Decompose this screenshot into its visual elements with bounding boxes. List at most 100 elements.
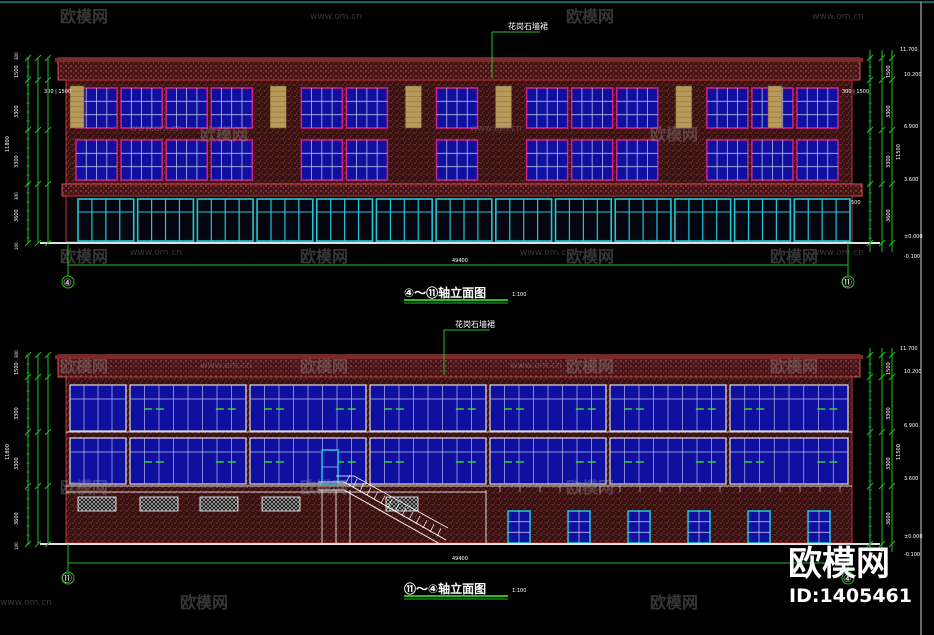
watermark-stamp: 欧模网 ID:1405461 [788,544,912,607]
top-tag-right: 300 | 1500 [842,89,869,95]
watermark-brand: 欧模网 [566,7,614,26]
bottom-axis-left: ⑪ [62,573,72,585]
svg-text:300: 300 [14,192,19,200]
watermark-brand: 欧模网 [60,7,108,26]
top-right-dimensions: 11.700 10.200 6.900 3.600 ±0.000 -0.100 … [866,47,923,260]
bottom-horizontal-dimension: 49400 [67,544,849,572]
middle-window [210,139,253,181]
top-axis-left-bubble [61,275,75,289]
storefront [733,198,792,242]
svg-text:3300: 3300 [14,155,20,168]
watermark-brand: 欧模网 [180,593,228,612]
top-floor-band [61,183,863,197]
upper-window-bay [729,384,849,432]
upper-window-bay [69,384,127,432]
watermark-brand: 欧模网 [300,478,348,497]
svg-text:10.200: 10.200 [904,72,922,78]
upper-window-bay [369,384,487,432]
middle-window-bay [729,437,849,485]
tan-panel [767,85,783,129]
bottom-left-dimensions: 11800 1500 3300 3300 3600 300 100 [5,350,52,550]
middle-window [525,139,569,181]
top-tag-bottom: 500 [851,200,861,206]
watermark-url: www.om.cn [0,598,52,608]
storefront [196,198,254,242]
middle-window-bay [609,437,727,485]
svg-text:3300: 3300 [886,155,892,168]
middle-window-bay [489,437,607,485]
ground-window [507,510,531,544]
svg-text:3300: 3300 [14,105,20,118]
svg-text:6.900: 6.900 [904,124,918,130]
lattice-vent [139,496,179,512]
top-windows [69,85,839,181]
upper-window-bay [489,384,607,432]
watermark-url: www.om.cn [310,12,362,22]
watermark-brand: 欧模网 [300,247,348,266]
bottom-axis-right-bubble [841,571,855,585]
upper-window [796,87,839,129]
watermark-brand: 欧模网 [60,478,108,497]
middle-window [75,139,118,181]
storefront [674,198,732,242]
svg-text:3300: 3300 [14,457,20,470]
svg-text:-0.100: -0.100 [904,552,920,558]
tan-panel [675,85,693,129]
svg-text:3.600: 3.600 [904,177,918,183]
svg-text:1500: 1500 [886,362,892,375]
middle-window-bay [369,437,487,485]
storefront [256,198,314,242]
storefront [315,198,374,242]
bottom-scale: 1:100 [512,588,526,594]
svg-text:11.700: 11.700 [900,346,918,352]
svg-text:±0.000: ±0.000 [904,234,923,240]
upper-window [300,87,344,129]
middle-window-bay [69,437,127,485]
watermark-brand: 欧模网 [60,357,108,376]
stamp-brand: 欧模网 [788,544,890,584]
exterior-stair [318,474,449,545]
upper-window [120,87,163,129]
watermark-url: www.om.cn [812,248,864,258]
watermark-brand: 欧模网 [300,357,348,376]
bottom-title: ⑪～④轴立面图 [404,581,486,596]
storefront [77,198,135,242]
middle-window [120,139,163,181]
watermark-url: www.om.cn [200,361,252,371]
upper-window [525,87,569,129]
svg-text:100: 100 [14,242,19,250]
ground-window [567,510,591,544]
lattice-vent [199,496,239,512]
tan-panel [269,85,287,129]
ground-window [627,510,651,544]
middle-window [345,139,389,181]
top-axis-right: ⑪ [842,277,852,289]
tan-panel [405,85,422,129]
middle-window [751,139,794,181]
top-tag-left: 300 | 1500 [44,89,71,95]
top-left-total: 11800 [5,136,11,152]
svg-text:300: 300 [14,52,19,60]
upper-window [435,87,479,129]
lattice-vent [77,496,117,512]
tan-panel [495,85,512,129]
stamp-id: ID:1405461 [789,585,912,607]
svg-text:11800: 11800 [5,444,11,460]
svg-text:3.600: 3.600 [904,476,918,482]
upper-window [165,87,208,129]
middle-window [796,139,839,181]
bottom-total-dim: 49400 [452,556,468,562]
svg-text:11.700: 11.700 [900,47,918,53]
upper-window [345,87,389,129]
svg-text:3300: 3300 [886,105,892,118]
watermark-url: www.om.cn [510,361,562,371]
top-scale: 1:100 [512,292,526,298]
top-material-note: 花岗石墙裙 [508,21,548,31]
watermark-url: www.om.cn [130,248,182,258]
svg-text:±0.000: ±0.000 [904,534,923,540]
bottom-material-note: 花岗石墙裙 [455,319,495,329]
storefront [435,198,493,242]
storefront [136,198,195,242]
upper-window [210,87,253,129]
middle-window-bay [129,437,247,485]
